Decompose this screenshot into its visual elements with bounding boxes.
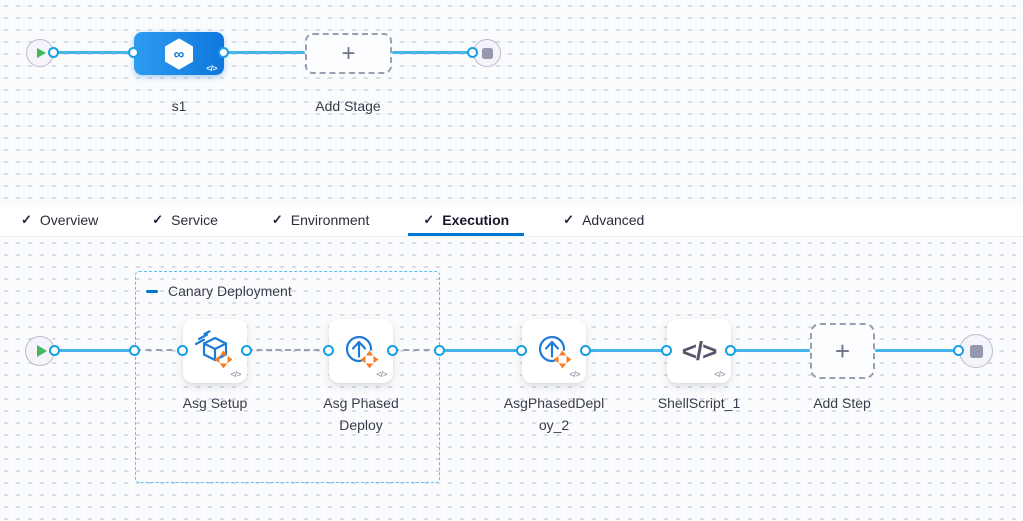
move-arrows-icon [553, 350, 572, 369]
connector-port[interactable] [218, 47, 229, 58]
tab-environment[interactable]: ✓ Environment [257, 206, 385, 236]
connector-port[interactable] [387, 345, 398, 356]
tab-label: Environment [290, 211, 370, 228]
connector-line [56, 51, 134, 54]
step-card-asg-phased-deploy[interactable]: </> [329, 319, 393, 383]
asg-phased-deploy-icon [345, 335, 379, 369]
tab-label: Execution [442, 211, 510, 228]
code-badge-icon: </> [376, 369, 387, 379]
connector-line [392, 51, 473, 54]
plus-icon: + [341, 39, 356, 67]
add-step-button[interactable]: + [810, 323, 875, 379]
stage-type-icon: ∞ [165, 38, 193, 69]
connector-port[interactable] [953, 345, 964, 356]
connector-port[interactable] [516, 345, 527, 356]
code-badge-icon: </> [230, 369, 241, 379]
connector-line [586, 349, 667, 352]
step-card-asg-phased-deploy-2[interactable]: </> [522, 319, 586, 383]
tab-overview[interactable]: ✓ Overview [6, 206, 113, 236]
connector-port[interactable] [177, 345, 188, 356]
infinity-icon: ∞ [174, 46, 185, 63]
asg-phased-deploy-icon [538, 335, 572, 369]
check-icon: ✓ [21, 211, 32, 227]
stage-config-tabbar: ✓ Overview ✓ Service ✓ Environment ✓ Exe… [0, 206, 1023, 237]
step-label-asg-phased-deploy: Asg Phased Deploy [323, 395, 399, 433]
connector-port[interactable] [661, 345, 672, 356]
collapse-icon[interactable] [146, 289, 158, 293]
execution-graph-canvas: Canary Deployment [0, 237, 1023, 521]
code-badge-icon: </> [569, 369, 580, 379]
code-badge-icon: </> [714, 369, 725, 379]
connector-line [440, 349, 522, 352]
tab-execution[interactable]: ✓ Execution [408, 206, 525, 236]
tab-service[interactable]: ✓ Service [137, 206, 233, 236]
connector-port[interactable] [580, 345, 591, 356]
end-node [959, 334, 993, 368]
check-icon: ✓ [152, 211, 164, 227]
code-badge-icon: </> [206, 63, 217, 73]
step-card-asg-setup[interactable]: </> [183, 319, 247, 383]
tab-label: Advanced [582, 211, 645, 228]
connector-port[interactable] [49, 345, 60, 356]
asg-setup-icon [194, 330, 233, 369]
connector-port[interactable] [48, 47, 59, 58]
step-group-canary-deployment [135, 271, 440, 483]
connector-line [731, 349, 810, 352]
stage-graph-canvas: ∞ </> + s1 Add Stage [0, 0, 1023, 206]
check-icon: ✓ [423, 211, 435, 227]
check-icon: ✓ [563, 211, 575, 227]
stage-label: s1 [171, 98, 187, 114]
connector-line-dashed [247, 349, 329, 351]
connector-port[interactable] [128, 47, 139, 58]
play-icon [36, 345, 47, 357]
connector-line-dashed [135, 349, 183, 351]
plus-icon: + [834, 336, 851, 366]
add-step-label: Add Step [813, 395, 871, 411]
step-group-header: Canary Deployment [146, 283, 292, 299]
stage-node-s1[interactable]: ∞ </> [134, 32, 224, 75]
step-group-title: Canary Deployment [168, 283, 292, 299]
add-stage-button[interactable]: + [305, 33, 392, 74]
connector-line [875, 349, 959, 352]
step-label-shellscript-1: ShellScript_1 [657, 395, 741, 411]
step-label-asg-phased-deploy-2: AsgPhasedDeploy_2 [503, 395, 605, 433]
connector-port[interactable] [129, 345, 140, 356]
play-icon [37, 48, 46, 58]
stop-icon [481, 47, 493, 59]
move-arrows-icon [360, 350, 379, 369]
connector-port[interactable] [434, 345, 445, 356]
connector-port[interactable] [725, 345, 736, 356]
tab-advanced[interactable]: ✓ Advanced [548, 206, 659, 236]
check-icon: ✓ [271, 211, 283, 227]
step-card-shellscript-1[interactable]: </> </> [667, 319, 731, 383]
connector-port[interactable] [241, 345, 252, 356]
stop-icon [969, 344, 983, 358]
connector-port[interactable] [323, 345, 334, 356]
connector-line [224, 51, 305, 54]
connector-line-dashed [393, 349, 440, 351]
tab-label: Service [171, 211, 218, 228]
connector-line [55, 349, 135, 352]
tab-label: Overview [39, 211, 99, 228]
shell-script-icon: </> [681, 335, 718, 366]
add-stage-label: Add Stage [315, 98, 381, 114]
step-label-asg-setup: Asg Setup [182, 395, 248, 411]
move-arrows-icon [214, 350, 233, 369]
connector-port[interactable] [467, 47, 478, 58]
